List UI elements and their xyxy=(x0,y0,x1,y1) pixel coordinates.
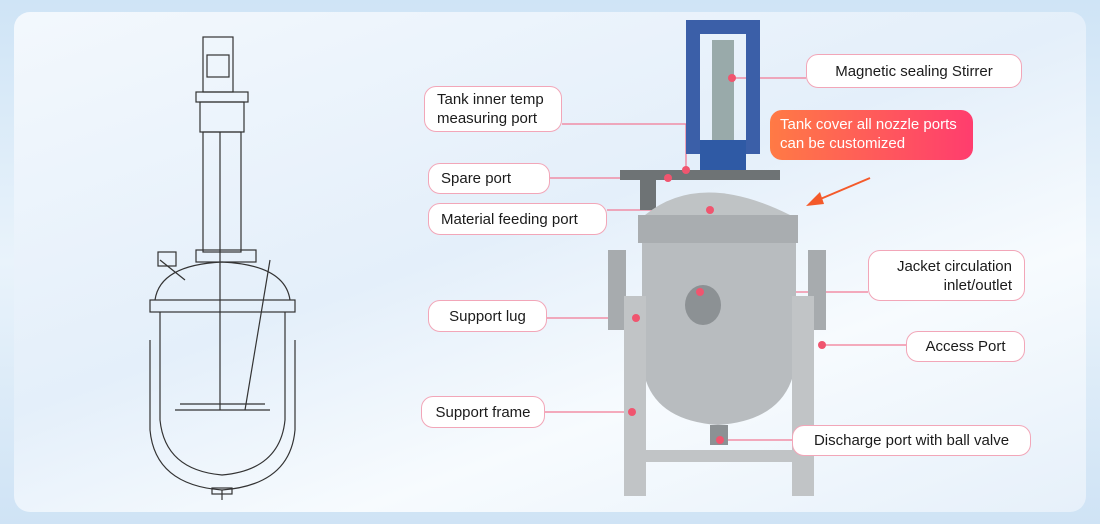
label-magnetic-stirrer: Magnetic sealing Stirrer xyxy=(806,54,1022,88)
arrow-icon xyxy=(806,177,871,206)
marker-dots xyxy=(628,74,826,444)
label-support-lug: Support lug xyxy=(428,300,547,332)
customization-callout: Tank cover all nozzle ports can be custo… xyxy=(770,110,973,160)
label-jacket-circulation: Jacket circulation inlet/outlet xyxy=(868,250,1025,301)
label-discharge-port: Discharge port with ball valve xyxy=(792,425,1031,456)
label-material-feeding-port: Material feeding port xyxy=(428,203,607,235)
label-support-frame: Support frame xyxy=(421,396,545,428)
label-inner-temp-port: Tank inner temp measuring port xyxy=(424,86,562,132)
label-spare-port: Spare port xyxy=(428,163,550,194)
label-access-port: Access Port xyxy=(906,331,1025,362)
reactor-photo xyxy=(608,20,826,496)
schematic-drawing xyxy=(149,36,296,500)
